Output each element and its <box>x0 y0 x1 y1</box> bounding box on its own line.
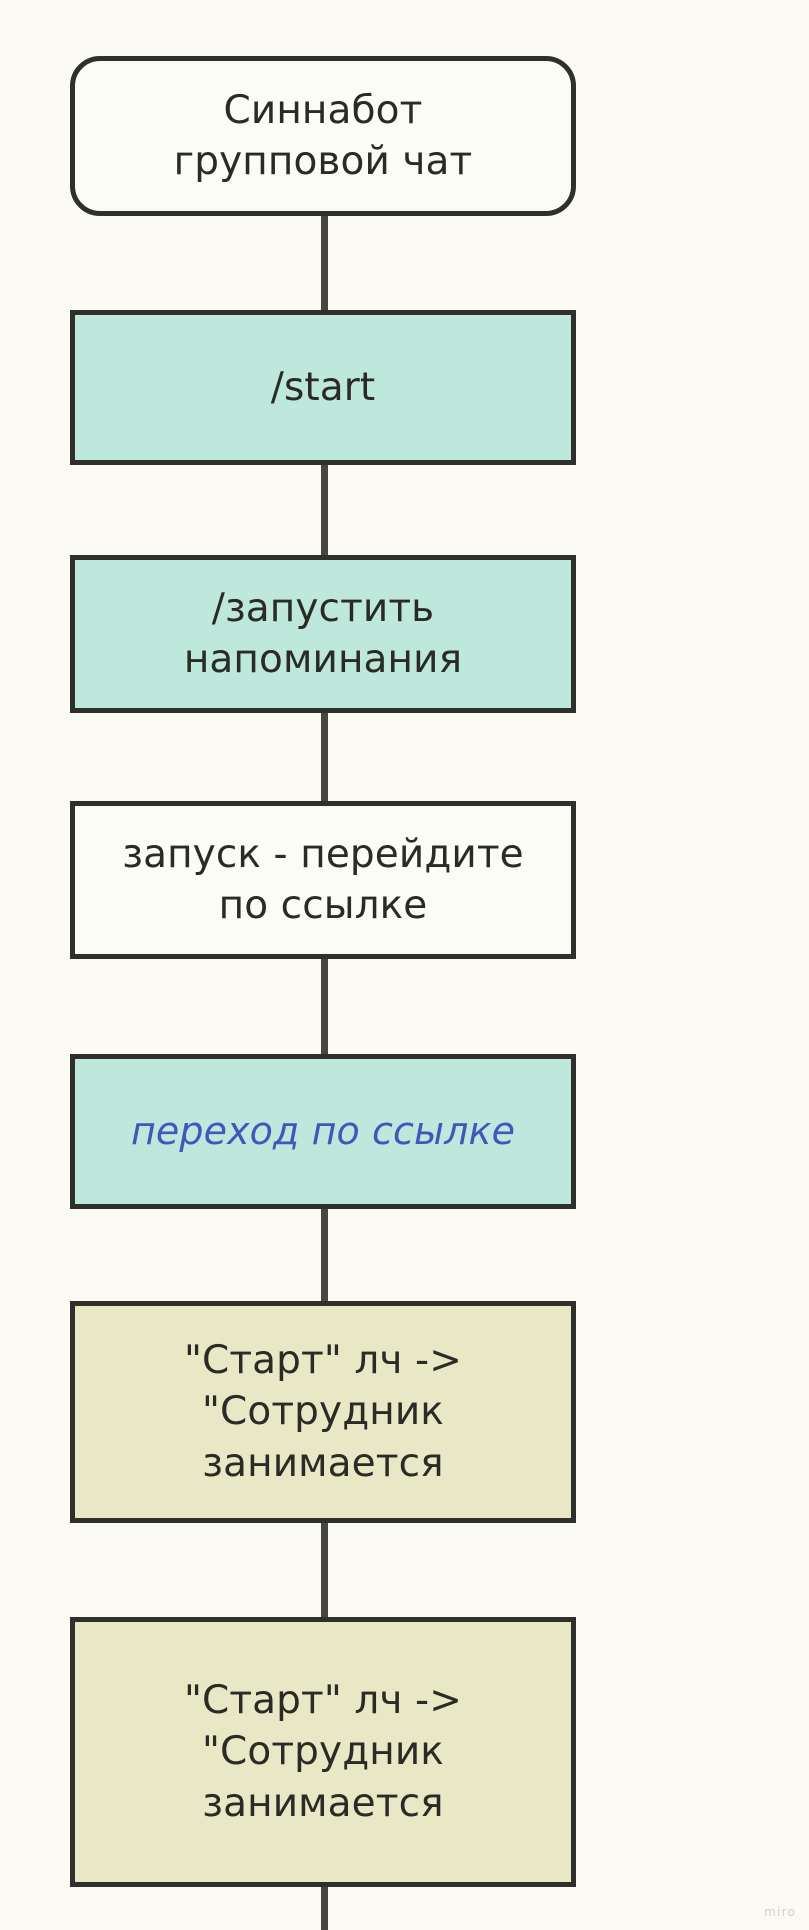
flow-edge-launch-to-followlink <box>321 713 328 801</box>
flow-edge-followlink-to-transition <box>321 959 328 1054</box>
flow-edge-start-to-launch <box>321 465 328 555</box>
flow-node-launch-reminders[interactable]: /запустить напоминания <box>70 555 576 713</box>
flow-node-launch-reminders-label: /запустить напоминания <box>183 585 463 682</box>
flow-node-launch-follow-link[interactable]: запуск - перейдите по ссылке <box>70 801 576 959</box>
flow-node-start-command-label: /start <box>270 364 376 410</box>
flow-node-start-dm[interactable]: "Старт" лч -> "Сотрудник занимается <box>70 1301 576 1523</box>
flow-node-start-dm-continued-label: "Старт" лч -> "Сотрудник занимается <box>183 1677 462 1826</box>
flow-edge-startdm-to-next <box>321 1523 328 1617</box>
miro-watermark: miro <box>764 1905 796 1919</box>
flow-edge-transition-to-startdm <box>321 1209 328 1301</box>
flow-node-start-dm-label: "Старт" лч -> "Сотрудник занимается <box>183 1337 462 1486</box>
flow-node-link-transition-label: переход по ссылке <box>130 1109 516 1154</box>
flow-node-title[interactable]: Синнабот групповой чат <box>70 56 576 216</box>
flow-node-start-command[interactable]: /start <box>70 310 576 465</box>
flow-node-title-label: Синнабот групповой чат <box>173 87 473 184</box>
flow-edge-title-to-start <box>321 216 328 310</box>
flow-node-link-transition[interactable]: переход по ссылке <box>70 1054 576 1209</box>
flow-node-start-dm-continued[interactable]: "Старт" лч -> "Сотрудник занимается <box>70 1617 576 1887</box>
flow-edge-bottom-clipped <box>321 1887 328 1930</box>
flow-node-launch-follow-link-label: запуск - перейдите по ссылке <box>122 831 524 928</box>
